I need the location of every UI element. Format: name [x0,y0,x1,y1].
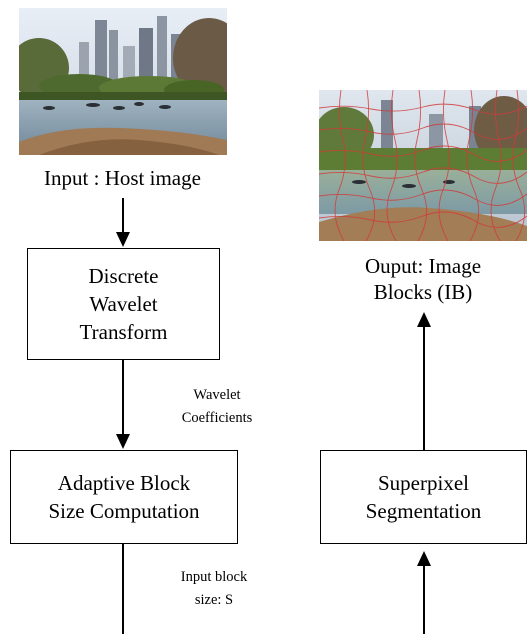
wavelet-coefficients-label: Wavelet Coefficients [181,387,253,426]
dwt-label: Discrete Wavelet Transform [79,264,168,344]
input-host-image [19,8,227,155]
adaptive-block-size-box: Adaptive Block Size Computation [10,450,238,544]
adaptive-block-size-label: Adaptive Block Size Computation [48,471,200,523]
arrow-dwt-to-adaptive [116,360,130,449]
superpixel-segmentation-box: Superpixel Segmentation [320,450,527,544]
arrow-superpixel-to-output [417,312,431,450]
arrow-up-to-superpixel [417,551,431,634]
dwt-box: Discrete Wavelet Transform [27,248,220,360]
input-caption: Input : Host image [44,166,201,190]
output-image-blocks [319,90,527,241]
superpixel-segmentation-label: Superpixel Segmentation [365,471,482,523]
input-block-size-label: Input block size: S [180,569,248,608]
arrow-input-to-dwt [116,198,130,247]
output-caption: Ouput: Image Blocks (IB) [364,254,482,304]
